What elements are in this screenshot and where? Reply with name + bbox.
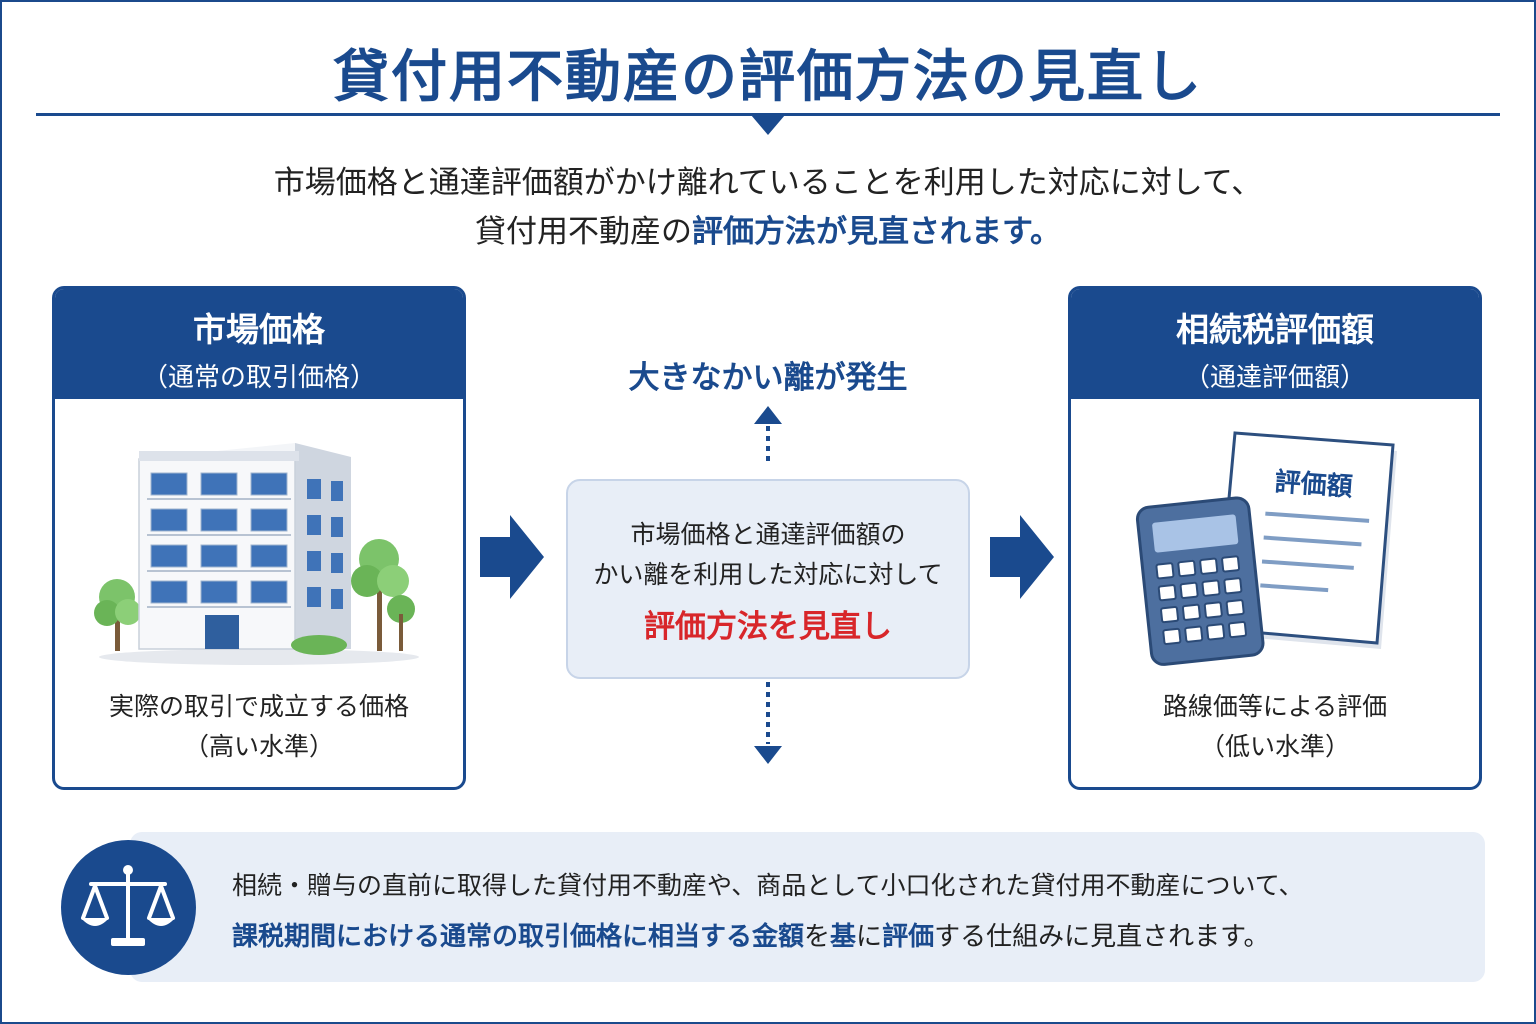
center-box: 市場価格と通達評価額の かい離を利用した対応に対して 評価方法を見直し (566, 479, 970, 679)
market-price-card-header: 市場価格 （通常の取引価格） (55, 289, 463, 399)
bottom-line-1: 相続・贈与の直前に取得した貸付用不動産や、商品として小口化された貸付用不動産につ… (232, 871, 1304, 900)
title-divider-notch (751, 115, 785, 135)
building-icon (94, 443, 419, 665)
center-line-2: かい離を利用した対応に対して (593, 560, 943, 589)
lead-line-2: 貸付用不動産の評価方法が見直されます。 (0, 206, 1536, 251)
market-price-subtitle: （通常の取引価格） (141, 363, 376, 393)
bottom-line-2: 課税期間における通常の取引価格に相当する金額を基に評価する仕組みに見直されます。 (232, 916, 1472, 953)
bottom-suffix: する仕組みに見直されます。 (934, 922, 1270, 952)
bottom-highlight-1: 課税期間における通常の取引価格に相当する金額 (232, 922, 805, 952)
title-divider (36, 113, 1500, 116)
calculator-icon (1135, 496, 1265, 666)
bottom-highlight-3: 評価 (882, 922, 935, 952)
lead-line-2-suffix: 。 (1029, 214, 1061, 250)
market-price-desc-2: （高い水準） (183, 732, 334, 761)
lead-line-2-highlight: 評価方法が見直されます (692, 214, 1030, 250)
lead-line-1: 市場価格と通達評価額がかけ離れていることを利用した対応に対して、 (273, 165, 1263, 201)
bottom-mid-1: を (804, 922, 831, 952)
gap-label: 大きなかい離が発生 (628, 360, 908, 396)
document-icon: 評価額 (1215, 431, 1397, 649)
arrow-right-icon (990, 515, 1054, 599)
market-price-title: 市場価格 (193, 310, 325, 349)
market-price-card: 市場価格 （通常の取引価格） (52, 286, 466, 790)
tax-value-card-header: 相続税評価額 （通達評価額） (1071, 289, 1479, 399)
center-line-1: 市場価格と通達評価額の (630, 520, 906, 549)
tax-value-title: 相続税評価額 (1176, 310, 1374, 349)
bottom-highlight-2: 基 (830, 922, 857, 952)
arrow-right-icon (480, 515, 544, 599)
lead-line-2-prefix: 貸付用不動産の (475, 214, 693, 250)
market-price-desc-1: 実際の取引で成立する価格 (108, 692, 409, 721)
tax-value-subtitle: （通達評価額） (1183, 363, 1366, 393)
center-emphasis: 評価方法を見直し (644, 609, 892, 645)
market-price-desc: 実際の取引で成立する価格 （高い水準） (55, 687, 463, 767)
tax-value-desc: 路線価等による評価 （低い水準） (1071, 687, 1479, 767)
tax-value-desc-2: （低い水準） (1199, 732, 1350, 761)
scale-badge (61, 840, 196, 975)
bottom-mid-2: に (856, 922, 883, 952)
page-title: 貸付用不動産の評価方法の見直し (333, 45, 1203, 110)
dashed-arrow-down-icon (754, 682, 782, 764)
doc-label: 評価額 (1274, 466, 1354, 502)
tax-value-card: 相続税評価額 （通達評価額） 評価額 路線価等による (1068, 286, 1482, 790)
calculator-document-illustration: 評価額 (1135, 431, 1397, 666)
bottom-panel (130, 832, 1485, 982)
dashed-arrow-up-icon (754, 406, 782, 466)
scale-icon (81, 865, 175, 946)
tax-value-desc-1: 路線価等による評価 (1162, 692, 1388, 721)
